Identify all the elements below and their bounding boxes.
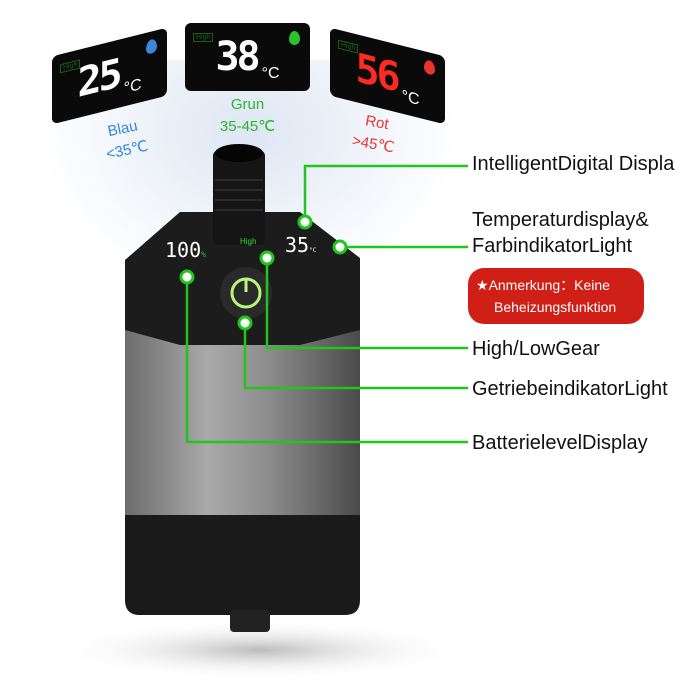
callout-battery: BatterielevelDisplay [472,432,648,454]
pump-outlet-bottom [230,610,270,632]
callout-gear-indicator: GetriebeindikatorLight [472,378,668,400]
temp-unit: °C [261,65,280,82]
callout-gear: High/LowGear [472,338,600,360]
callout-temp-line1: Temperaturdisplay& [472,209,649,231]
floor-shadow [50,620,470,680]
callout-dots [179,214,348,331]
callout-temp-line2: FarbindikatorLight [472,235,633,257]
display-green: High 38 °C [185,23,310,91]
star-icon: ★ [476,277,489,293]
mode-indicator: High [240,237,257,246]
callout-lines [185,164,468,444]
callout-temp-display: Temperaturdisplay& FarbindikatorLight [472,207,649,259]
hose-connector [213,150,265,245]
pump-base [125,515,360,615]
callout-intelligent-display: IntelligentDigital Displa [472,153,675,175]
device-temp-display: 35°C [285,233,316,257]
power-button [220,267,272,319]
battery-display: 100% [165,238,206,262]
color-name: Grun [230,96,265,113]
high-indicator: High [193,33,214,42]
pump-body [125,320,360,515]
note-line2: Beheizungsfunktion [494,299,617,315]
battery-unit: % [201,250,206,259]
note-badge: ★Anmerkung：Keine Beheizungsfunktion [468,268,644,324]
device-temp-unit: °C [309,247,317,254]
device-temp-value: 35 [285,233,310,257]
battery-value: 100 [165,238,202,262]
label-green: Grun 35-45℃ [205,94,290,138]
temp-range: 35-45℃ [219,118,276,135]
note-line1: Anmerkung：Keine [488,277,610,293]
temp-value: 38 [215,34,260,80]
water-drop-icon [289,31,300,45]
